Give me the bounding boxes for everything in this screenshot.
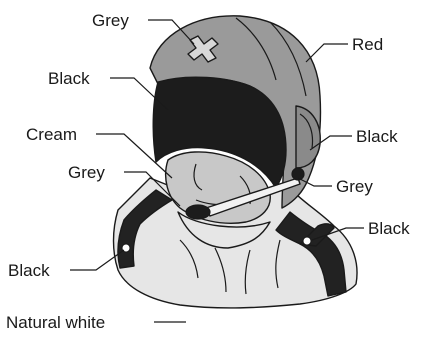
label-top-grey: Grey [92,11,129,30]
label-upper-black: Black [48,69,90,88]
label-lower-right-black: Black [368,219,410,238]
right-strap-rivet [303,237,311,245]
label-cream: Cream [26,125,77,144]
label-lower-left-black: Black [8,261,50,280]
mic-head [186,205,210,219]
label-right-grey: Grey [336,177,373,196]
label-mid-grey: Grey [68,163,105,182]
label-right-black: Black [356,127,398,146]
label-red: Red [352,35,383,54]
label-natural-white: Natural white [6,313,105,332]
